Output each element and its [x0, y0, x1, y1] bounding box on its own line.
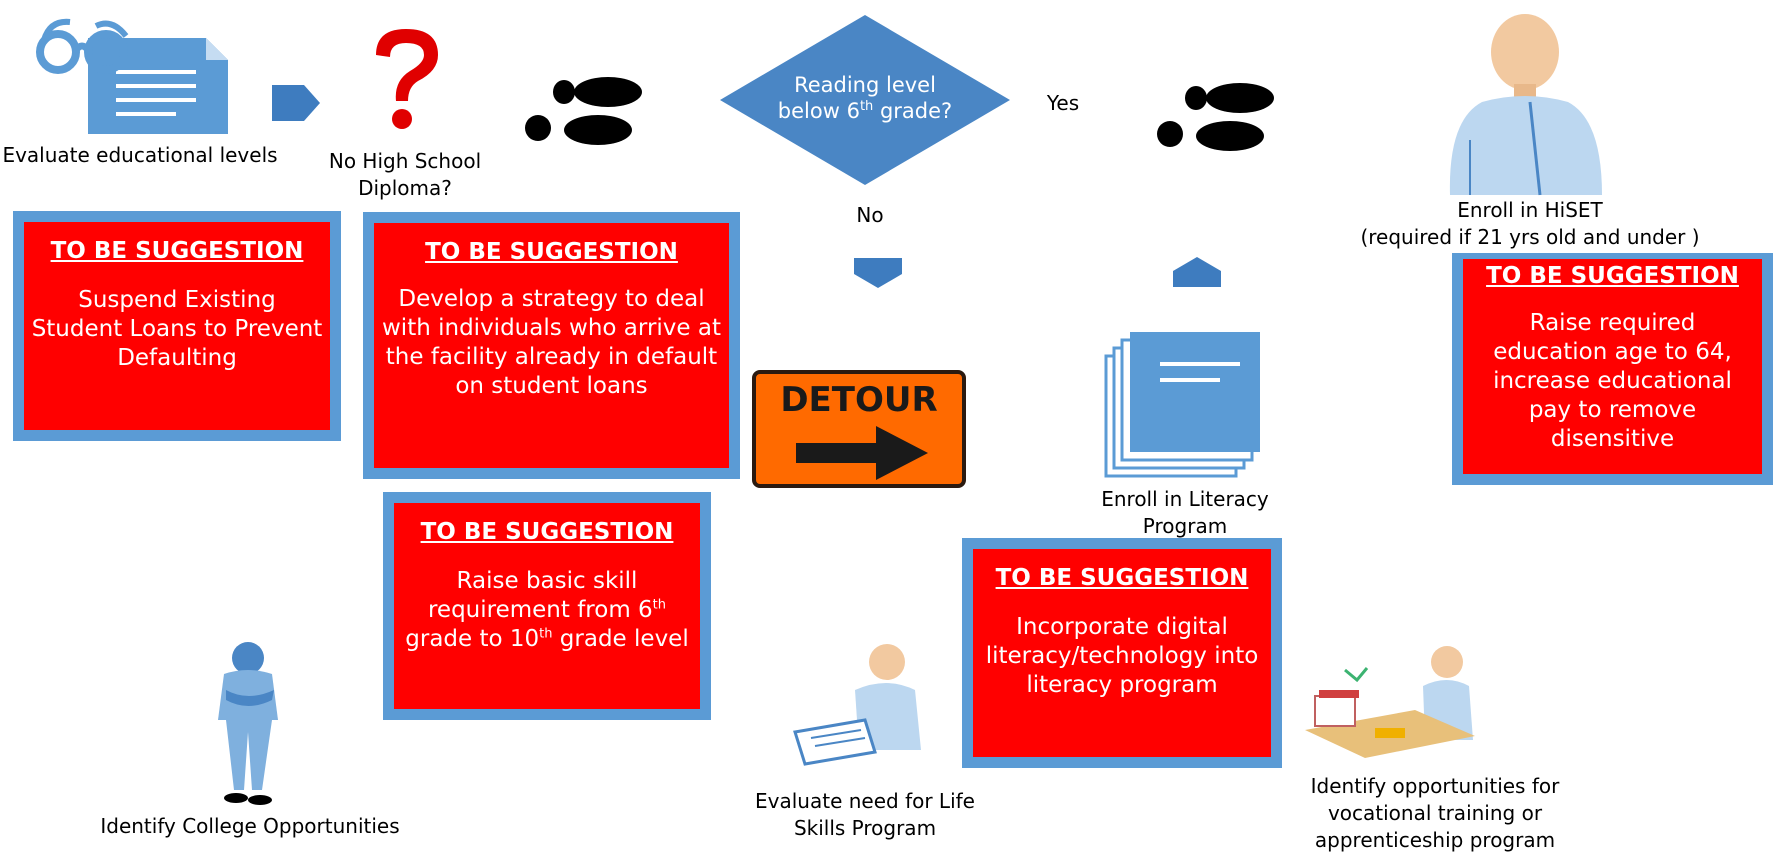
suggestion-box-age: TO BE SUGGESTION Raise required educatio…	[1452, 253, 1773, 485]
suggestion-box-loans: TO BE SUGGESTION Suspend Existing Studen…	[13, 211, 341, 441]
yes-label: Yes	[1046, 91, 1080, 115]
suggestion-box-skill: TO BE SUGGESTION Raise basic skill requi…	[383, 492, 711, 720]
suggestion-box-skill-inner: TO BE SUGGESTION Raise basic skill requi…	[394, 503, 700, 709]
standing-person-icon	[218, 642, 278, 805]
glasses-document-icon	[36, 18, 228, 134]
suggestion-skill-text: Raise basic skill requirement from 6th g…	[394, 567, 700, 654]
decision-line-1: Reading level	[794, 73, 936, 97]
question-mark-icon	[376, 29, 438, 129]
no-label: No	[856, 203, 884, 227]
person-icon	[1449, 14, 1602, 196]
suggestion-box-strategy-inner: TO BE SUGGESTION Develop a strategy to d…	[374, 223, 729, 468]
suggestion-digital-text: Incorporate digital literacy/technology …	[985, 614, 1259, 698]
suggestion-header: TO BE SUGGESTION	[50, 238, 304, 264]
decision-sup: th	[859, 99, 874, 114]
no-diploma-label: No High School Diploma?	[328, 149, 482, 200]
suggestion-header: TO BE SUGGESTION	[425, 239, 678, 265]
skill-post: grade level	[552, 626, 689, 652]
vocational-label: Identify opportunities for vocational tr…	[1310, 774, 1560, 852]
up-arrow-icon	[1173, 257, 1221, 287]
student-writing-icon	[793, 644, 921, 766]
college-label: Identify College Opportunities	[100, 814, 400, 838]
decision-text: Reading level below 6th grade?	[745, 72, 985, 124]
suggestion-age-text: Raise required education age to 64, incr…	[1493, 310, 1732, 452]
skill-sup-2: th	[539, 626, 553, 642]
life-skills-label: Evaluate need for Life Skills Program	[755, 789, 975, 840]
decision-line-2b: grade?	[873, 99, 953, 123]
suggestion-header: TO BE SUGGESTION	[420, 519, 674, 545]
documents-stack-icon	[1104, 332, 1260, 478]
decision-diamond	[720, 15, 1010, 185]
suggestion-header: TO BE SUGGESTION	[1486, 263, 1739, 289]
hiset-label: Enroll in HiSET (required if 21 yrs old …	[1300, 197, 1760, 251]
suggestion-box-age-inner: TO BE SUGGESTION Raise required educatio…	[1463, 259, 1762, 474]
hiset-note-text: (required if 21 yrs old and under )	[1360, 225, 1700, 249]
skill-pre: Raise basic skill requirement from 6	[427, 568, 653, 623]
student-desk-icon	[1305, 646, 1475, 758]
enroll-hiset-text: Enroll in HiSET	[1457, 198, 1603, 222]
detour-sign-icon: DETOUR	[752, 370, 966, 488]
detour-arrow-icon	[796, 426, 928, 480]
suggestion-strategy-text: Develop a strategy to deal with individu…	[382, 286, 721, 399]
down-arrow-icon	[854, 258, 902, 288]
skill-sup-1: th	[652, 597, 667, 613]
suggestion-box-strategy: TO BE SUGGESTION Develop a strategy to d…	[363, 212, 740, 479]
suggestion-box-loans-inner: TO BE SUGGESTION Suspend Existing Studen…	[24, 222, 330, 430]
footprints-icon-right	[1157, 83, 1274, 151]
skill-mid: grade to 10	[405, 626, 540, 652]
decision-line-2a: below 6	[777, 99, 860, 123]
evaluate-levels-label: Evaluate educational levels	[2, 143, 278, 167]
suggestion-header: TO BE SUGGESTION	[995, 565, 1249, 591]
suggestion-box-digital: TO BE SUGGESTION Incorporate digital lit…	[962, 538, 1282, 768]
suggestion-loans-text: Suspend Existing Student Loans to Preven…	[31, 287, 323, 371]
literacy-label: Enroll in Literacy Program	[1101, 487, 1269, 538]
suggestion-box-digital-inner: TO BE SUGGESTION Incorporate digital lit…	[973, 549, 1271, 757]
right-arrow-icon	[272, 85, 320, 121]
footprints-icon	[525, 77, 642, 145]
detour-text: DETOUR	[780, 380, 938, 420]
